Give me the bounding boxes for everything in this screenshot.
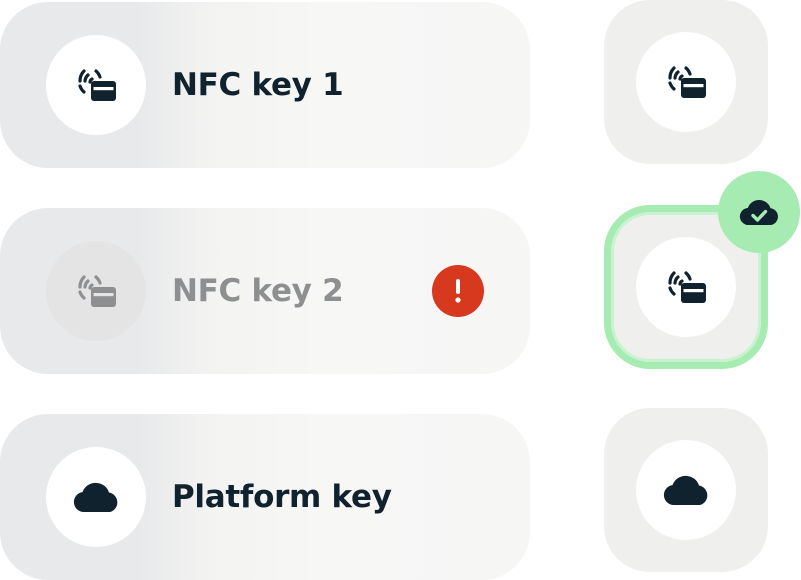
key-row-nfc-key-2[interactable]: NFC key 2 bbox=[0, 208, 530, 374]
cloud-icon bbox=[73, 482, 118, 513]
nfc-card-icon-circle bbox=[46, 35, 146, 135]
nfc-card-icon-circle bbox=[636, 237, 736, 337]
key-row-platform-key[interactable]: Platform key bbox=[0, 414, 530, 580]
nfc-card-icon bbox=[668, 271, 706, 303]
cloud-icon-circle bbox=[636, 440, 736, 540]
nfc-card-icon bbox=[78, 69, 116, 101]
nfc-card-icon bbox=[668, 66, 706, 98]
key-row-nfc-key-1[interactable]: NFC key 1 bbox=[0, 2, 530, 168]
nfc-card-icon bbox=[78, 275, 116, 307]
key-label: NFC key 2 bbox=[172, 273, 344, 309]
key-tile-nfc-1[interactable] bbox=[604, 0, 768, 164]
cloud-check-icon bbox=[739, 199, 778, 226]
key-tile-platform[interactable] bbox=[604, 408, 768, 572]
nfc-card-icon-circle bbox=[636, 32, 736, 132]
cloud-icon bbox=[663, 475, 708, 506]
cloud-icon-circle bbox=[46, 447, 146, 547]
sync-success-badge bbox=[718, 171, 800, 253]
nfc-card-icon-circle bbox=[46, 241, 146, 341]
error-badge[interactable] bbox=[432, 265, 484, 317]
exclamation-icon bbox=[455, 279, 461, 303]
key-label: Platform key bbox=[172, 479, 392, 515]
key-label: NFC key 1 bbox=[172, 67, 344, 103]
